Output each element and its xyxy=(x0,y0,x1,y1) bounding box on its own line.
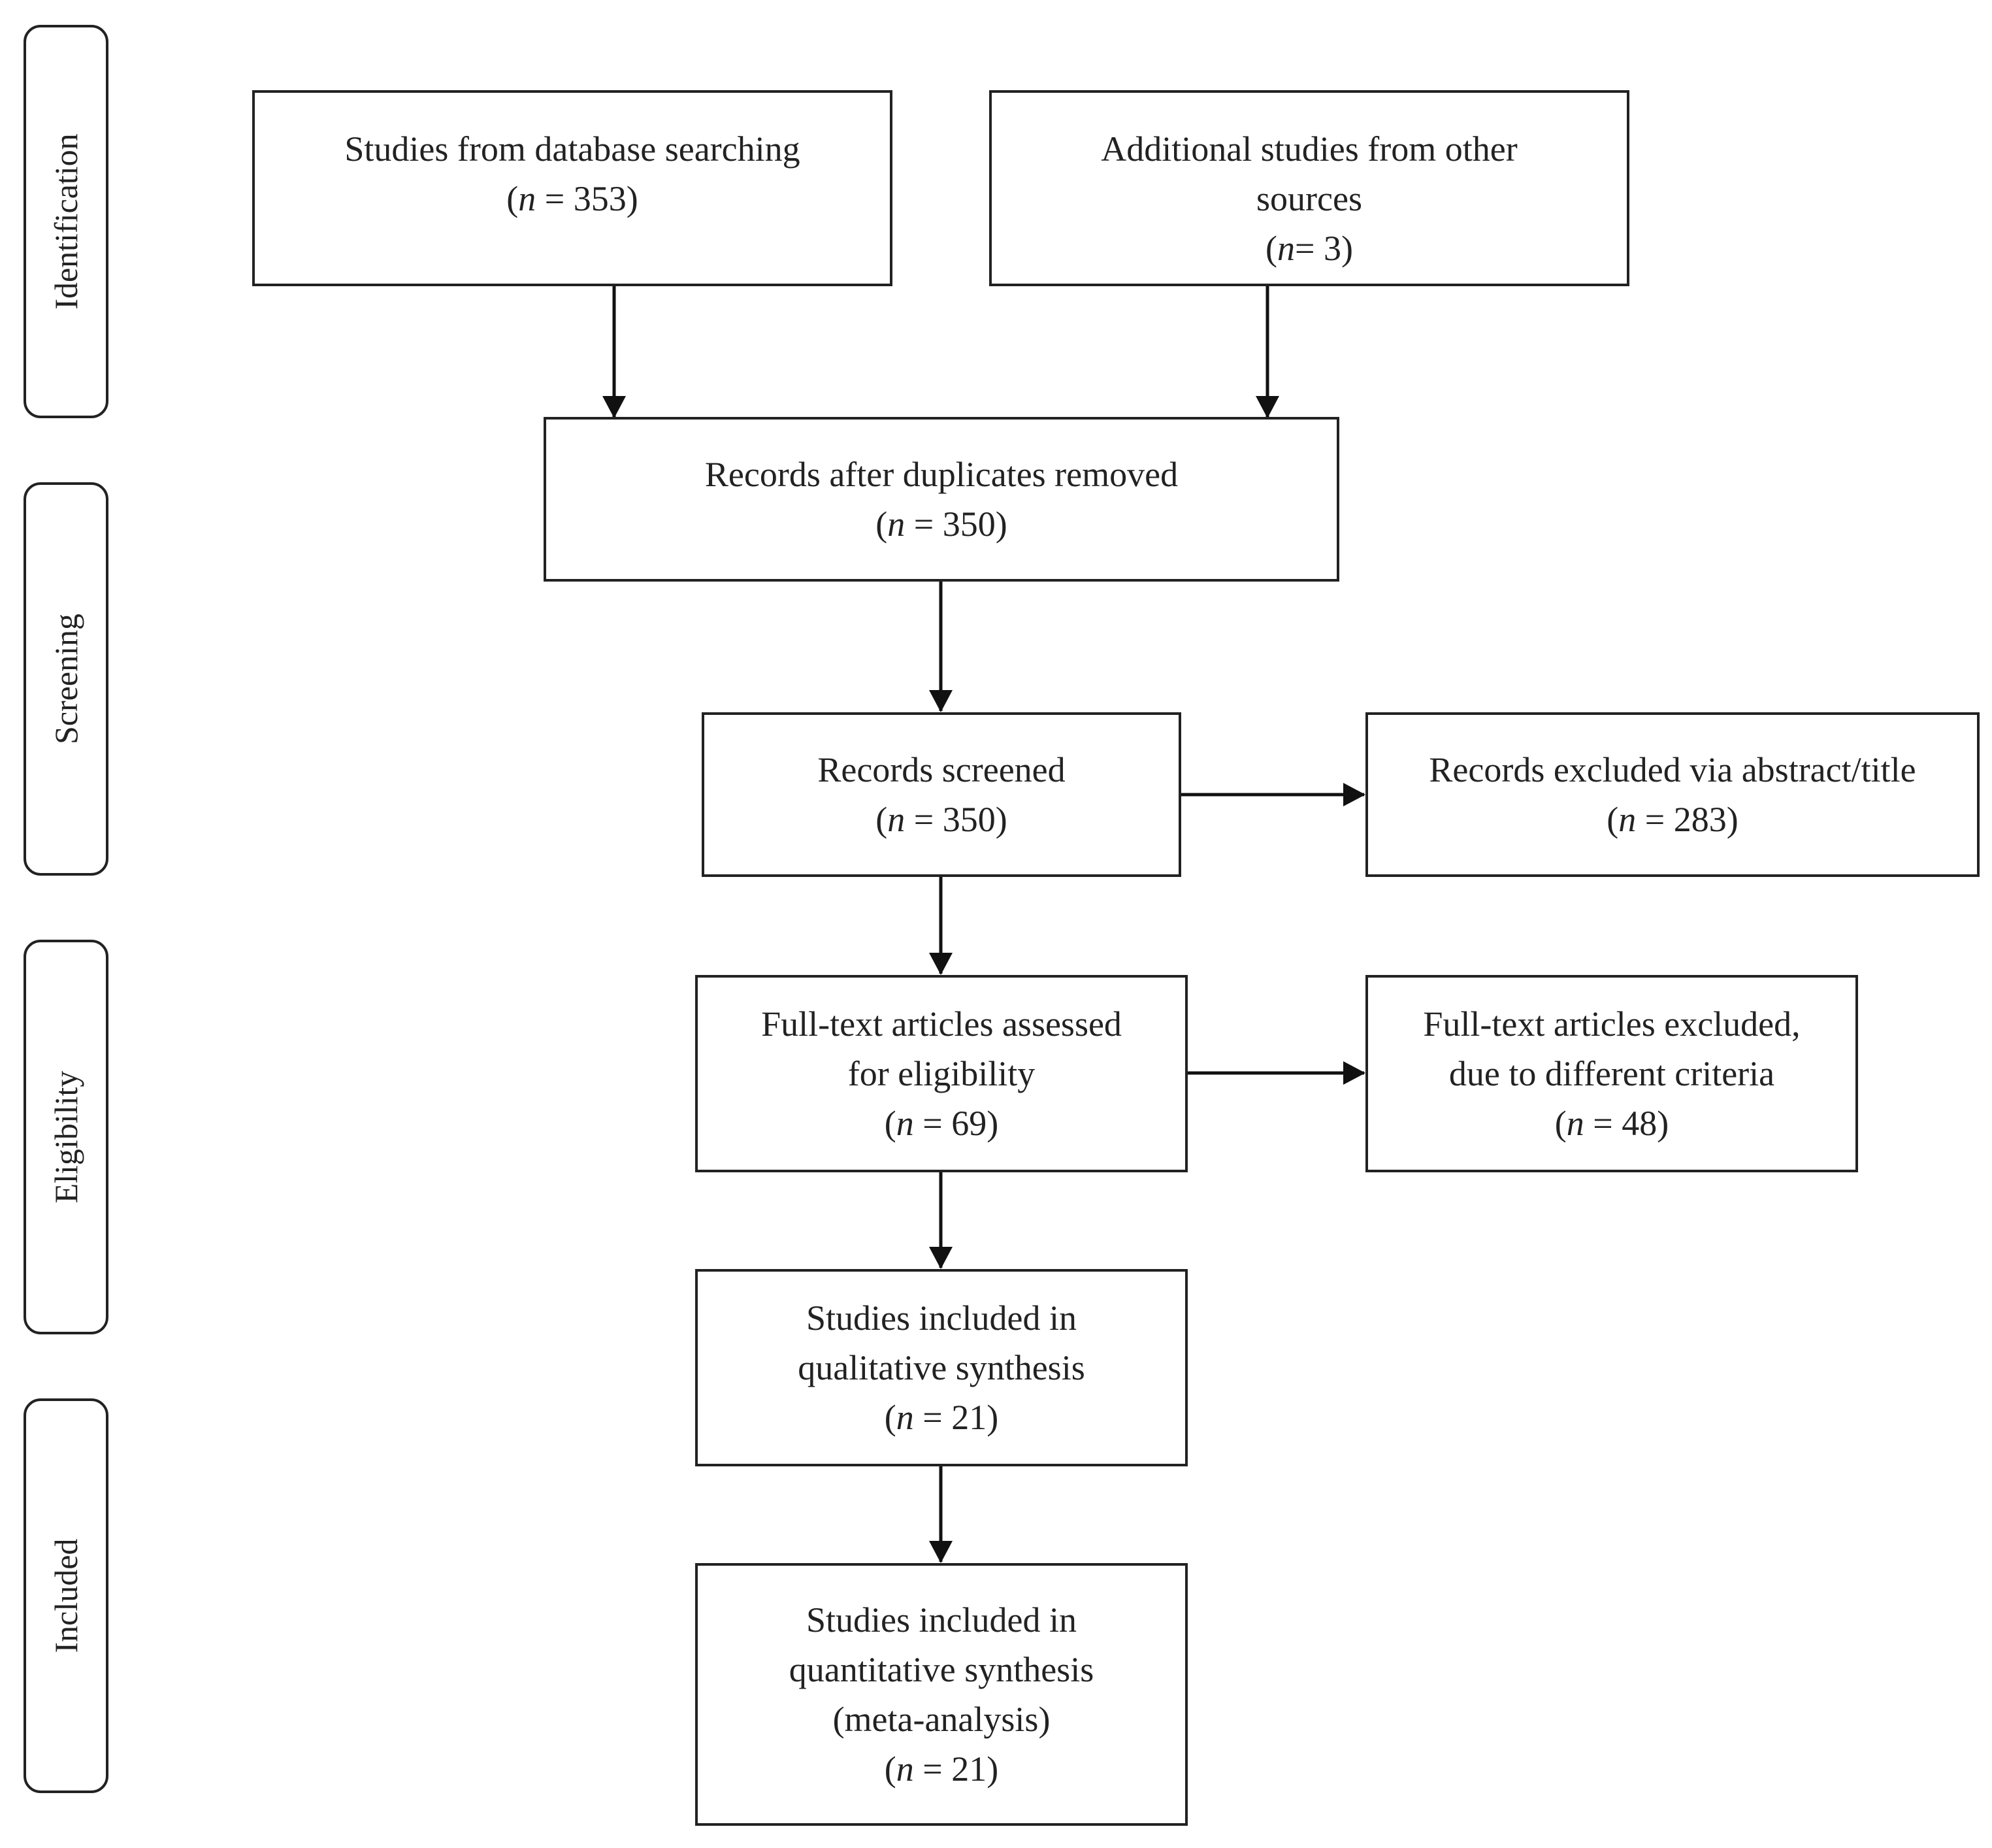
box-records-excluded: Records excluded via abstract/title (n =… xyxy=(1365,712,1980,877)
box-quantitative-synthesis: Studies included in quantitative synthes… xyxy=(695,1563,1188,1826)
box-duplicates-removed-n: (n = 350) xyxy=(875,504,1007,544)
box-database-searching-n: (n = 353) xyxy=(506,179,638,218)
box-quantitative-synthesis-text-1: Studies included in xyxy=(806,1600,1077,1640)
arrowhead-4 xyxy=(1343,783,1365,806)
box-other-sources-text-1: Additional studies from other xyxy=(1101,129,1518,169)
box-database-searching: Studies from database searching (n = 353… xyxy=(252,90,892,286)
box-records-screened: Records screened (n = 350) xyxy=(702,712,1181,877)
box-qualitative-synthesis-text-2: qualitative synthesis xyxy=(798,1348,1085,1387)
box-duplicates-removed-text: Records after duplicates removed xyxy=(704,455,1179,494)
box-fulltext-excluded: Full-text articles excluded, due to diff… xyxy=(1365,975,1858,1172)
box-database-searching-text: Studies from database searching xyxy=(344,129,800,169)
phase-eligibility: Eligibility xyxy=(24,940,108,1334)
box-fulltext-excluded-n: (n = 48) xyxy=(1554,1104,1669,1143)
box-fulltext-assessed: Full-text articles assessed for eligibil… xyxy=(695,975,1188,1172)
arrowhead-2 xyxy=(1256,396,1279,418)
box-records-excluded-n: (n = 283) xyxy=(1607,800,1739,839)
arrowhead-8 xyxy=(929,1541,953,1563)
box-quantitative-synthesis-text-2: quantitative synthesis xyxy=(789,1650,1094,1689)
box-fulltext-excluded-text-1: Full-text articles excluded, xyxy=(1423,1004,1801,1044)
arrowhead-3 xyxy=(929,690,953,712)
box-fulltext-assessed-text-1: Full-text articles assessed xyxy=(761,1004,1122,1044)
box-other-sources-n: (n= 3) xyxy=(1265,229,1353,268)
box-fulltext-assessed-n: (n = 69) xyxy=(884,1104,999,1143)
box-fulltext-excluded-text-2: due to different criteria xyxy=(1448,1054,1775,1093)
box-records-excluded-text: Records excluded via abstract/title xyxy=(1429,750,1916,789)
phase-included: Included xyxy=(24,1398,108,1793)
box-qualitative-synthesis: Studies included in qualitative synthesi… xyxy=(695,1269,1188,1466)
box-quantitative-synthesis-text-3: (meta-analysis) xyxy=(832,1700,1051,1739)
box-duplicates-removed: Records after duplicates removed (n = 35… xyxy=(544,417,1339,582)
box-other-sources-text-2: sources xyxy=(1256,179,1362,218)
arrowhead-6 xyxy=(1343,1061,1365,1085)
box-fulltext-assessed-text-2: for eligibility xyxy=(847,1054,1036,1093)
phase-identification: Identification xyxy=(24,25,108,418)
box-records-screened-n: (n = 350) xyxy=(875,800,1007,839)
box-other-sources: Additional studies from other sources (n… xyxy=(989,90,1629,286)
box-records-screened-text: Records screened xyxy=(817,750,1066,789)
box-qualitative-synthesis-n: (n = 21) xyxy=(884,1398,999,1437)
box-quantitative-synthesis-n: (n = 21) xyxy=(884,1749,999,1789)
phase-screening: Screening xyxy=(24,482,108,876)
arrowhead-1 xyxy=(602,396,626,418)
box-qualitative-synthesis-text-1: Studies included in xyxy=(806,1298,1077,1338)
arrowhead-7 xyxy=(929,1247,953,1269)
arrowhead-5 xyxy=(929,953,953,975)
